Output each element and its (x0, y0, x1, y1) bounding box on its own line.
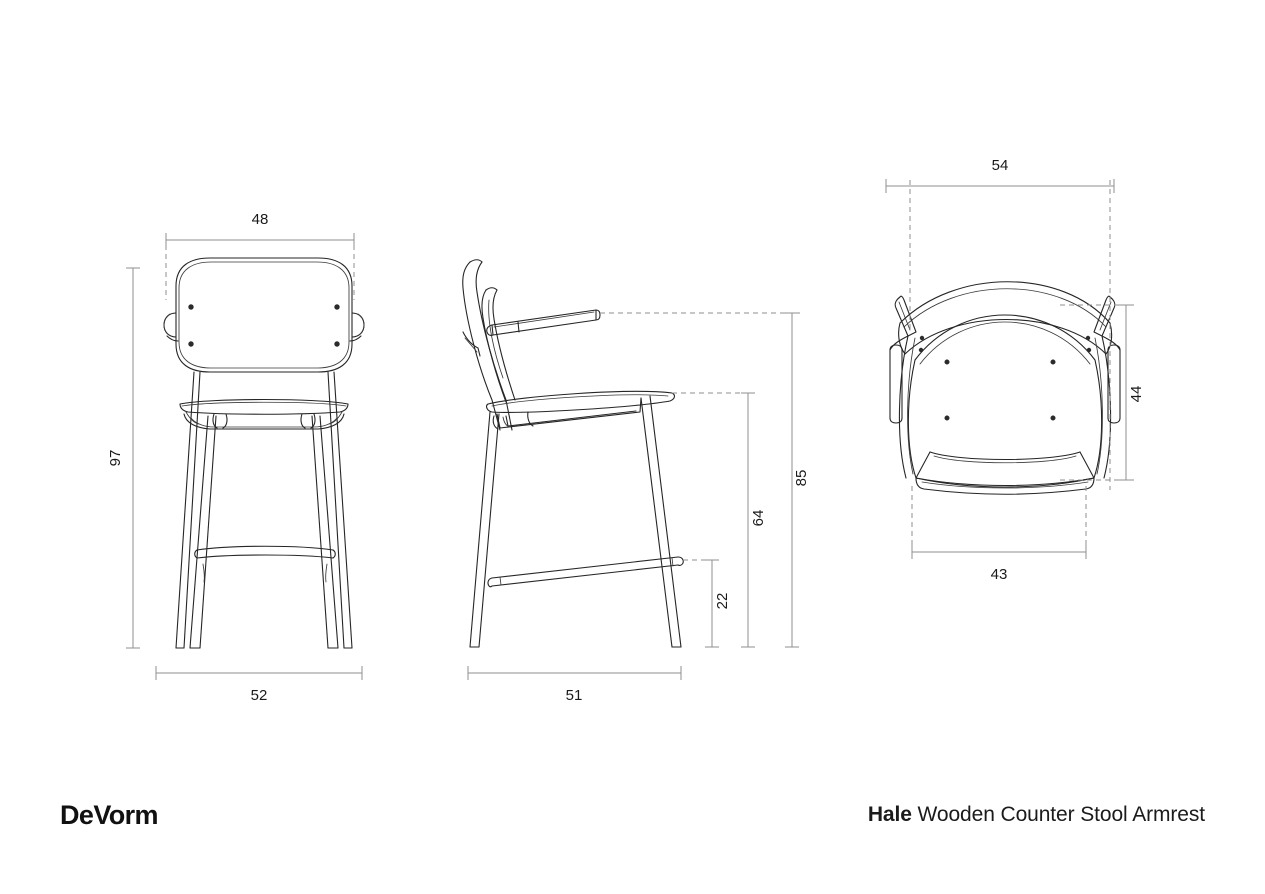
dimension-side-footrest-height: 22 (705, 559, 731, 648)
dimension-label-97: 97 (107, 450, 124, 467)
dimension-label-48: 48 (252, 211, 269, 228)
screw-dot (944, 359, 950, 365)
armrest (486, 309, 601, 336)
screw-dot (1085, 335, 1091, 341)
dimension-label-52: 52 (251, 687, 268, 704)
screw-dot (334, 304, 340, 310)
product-title: Hale Wooden Counter Stool Armrest (868, 800, 1205, 830)
side-view: 85 64 22 51 (462, 259, 810, 704)
product-description: Wooden Counter Stool Armrest (917, 803, 1206, 826)
dimension-label-64: 64 (750, 510, 767, 527)
screw-dot (919, 335, 925, 341)
screw-dot (1050, 359, 1056, 365)
armrest-stub-left (163, 312, 179, 342)
dimension-label-54: 54 (992, 157, 1009, 174)
screw-dot (1050, 415, 1056, 421)
dimension-top-seat-width: 43 (911, 545, 1087, 583)
product-model: Hale (867, 803, 912, 826)
dimension-front-width-top: 48 (165, 211, 355, 300)
dimension-side-armrest-height: 85 (785, 312, 810, 648)
dimension-label-44: 44 (1128, 386, 1145, 403)
screw-dot (334, 341, 340, 347)
dimension-front-width-bottom: 52 (155, 666, 363, 704)
dimension-label-85: 85 (793, 470, 810, 487)
front-view: 48 97 52 (107, 211, 365, 704)
dimension-side-depth: 51 (467, 666, 682, 704)
dimension-label-22: 22 (714, 593, 731, 610)
dimension-label-43: 43 (991, 566, 1008, 583)
dimension-top-depth: 44 (1119, 304, 1145, 481)
dimension-top-width: 54 (885, 157, 1115, 193)
screw-dot (944, 415, 950, 421)
armrest-right (1093, 295, 1121, 424)
brand-logo: DeVorm (60, 800, 159, 830)
dimension-front-height: 97 (107, 267, 140, 649)
footer: DeVorm Hale Wooden Counter Stool Armrest (0, 790, 1265, 860)
dimension-label-51: 51 (566, 687, 583, 704)
seat (486, 390, 675, 430)
footrest-bar (487, 556, 684, 588)
screw-dot (188, 341, 194, 347)
armrest-left (889, 295, 917, 424)
dimension-side-seat-height: 64 (741, 392, 767, 648)
armrest-stub-right (349, 312, 365, 342)
screw-dot (188, 304, 194, 310)
top-view: 54 44 43 (885, 157, 1145, 583)
